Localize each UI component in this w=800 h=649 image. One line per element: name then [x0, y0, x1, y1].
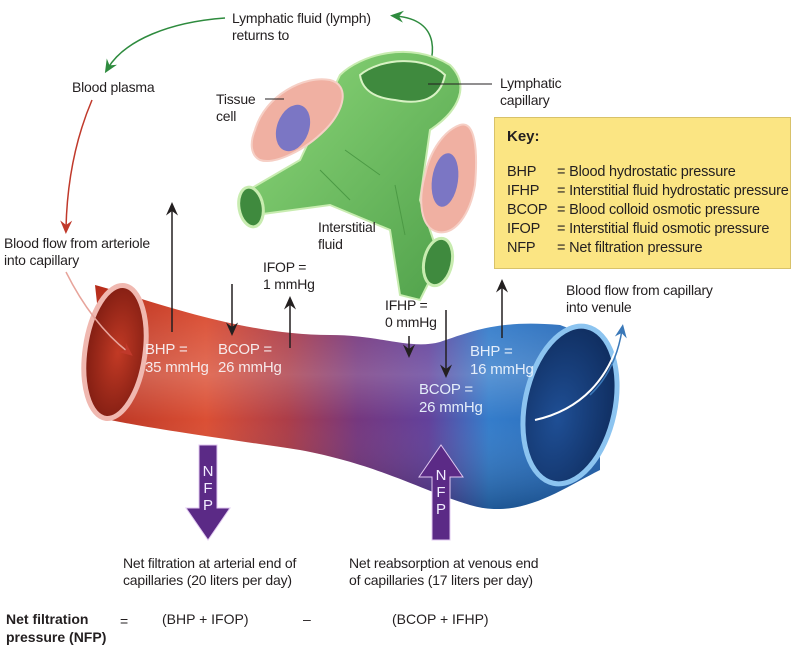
label-line: fluid [318, 236, 343, 252]
key-abbr: IFHP [507, 183, 540, 199]
label-line: 26 mmHg [218, 359, 282, 376]
venous-bcop-label: BCOP = 26 mmHg [419, 381, 483, 417]
lymphatic-capillary-label: Lymphatic capillary [500, 75, 562, 109]
venule-flow-label: Blood flow from capillary into venule [566, 282, 713, 316]
ifop-label: IFOP = 1 mmHg [263, 259, 315, 293]
key-box: Key: BHP = Blood hydrostatic pressure IFH… [494, 117, 791, 269]
nfp-letter: N [202, 463, 214, 480]
label-line: IFOP = [263, 259, 307, 275]
label-line: Tissue [216, 91, 256, 107]
tissue-cell-label: Tissue cell [216, 91, 256, 125]
arteriole-opening [81, 283, 149, 421]
nfp-letter: F [203, 480, 213, 497]
key-abbr: BCOP [507, 202, 548, 218]
nfp-arrow-down-text: N F P [198, 463, 218, 514]
key-title: Key: [507, 128, 540, 145]
nucleus [275, 104, 311, 152]
key-def: = Blood colloid osmotic pressure [557, 202, 760, 218]
key-entry: IFHP = Interstitial fluid hydrostatic pre… [507, 182, 790, 201]
tissue-cell-right [420, 123, 478, 234]
arterial-bhp-label: BHP = 35 mmHg [145, 341, 209, 377]
formula-lhs-line: Net filtration [6, 611, 89, 627]
label-line: 26 mmHg [419, 399, 483, 416]
label-line: capillary [500, 92, 550, 108]
lymph-returns-label: Lymphatic fluid (lymph) returns to [232, 10, 371, 44]
key-entry: BCOP = Blood colloid osmotic pressure [507, 201, 790, 220]
label-line: BHP = [145, 341, 188, 358]
caption-line: Net reabsorption at venous end [349, 555, 539, 571]
label-line: BHP = [470, 343, 513, 360]
key-def: = Net filtration pressure [557, 240, 703, 256]
label-line: 35 mmHg [145, 359, 209, 376]
formula-term1: (BHP + IFOP) [162, 611, 249, 627]
label-line: 0 mmHg [385, 314, 437, 330]
key-entry: NFP = Net filtration pressure [507, 239, 790, 258]
arterial-bcop-label: BCOP = 26 mmHg [218, 341, 282, 377]
label-line: 1 mmHg [263, 276, 315, 292]
caption-line: capillaries (20 liters per day) [123, 572, 292, 588]
formula-term2: (BCOP + IFHP) [392, 611, 489, 627]
label-line: Blood flow from arteriole [4, 235, 150, 251]
ifhp-label: IFHP = 0 mmHg [385, 297, 437, 331]
arteriole-flow-label: Blood flow from arteriole into capillary [4, 235, 150, 269]
key-entries: BHP = Blood hydrostatic pressure IFHP = In… [507, 163, 790, 258]
label-line: BCOP = [419, 381, 473, 398]
nfp-letter: P [202, 497, 213, 514]
plasma-to-arteriole-arrow [60, 99, 93, 234]
key-entry: IFOP = Interstitial fluid osmotic pressur… [507, 220, 790, 239]
formula-equals: = [120, 613, 129, 629]
label-line: into capillary [4, 252, 80, 268]
arterial-caption: Net filtration at arterial end of capill… [123, 555, 296, 589]
tissue-cell-left [250, 78, 344, 162]
label-line: returns to [232, 27, 290, 43]
formula-lhs-line: pressure (NFP) [6, 629, 107, 645]
nfp-letter: N [435, 467, 447, 484]
nfp-arrow-down [185, 444, 231, 541]
key-def: = Interstitial fluid osmotic pressure [557, 221, 770, 237]
label-line: IFHP = [385, 297, 428, 313]
venous-bhp-label: BHP = 16 mmHg [470, 343, 534, 379]
blood-plasma-label: Blood plasma [72, 79, 155, 95]
key-abbr: BHP [507, 164, 537, 180]
arteriole-inflow-arrow [65, 271, 133, 356]
key-entry: BHP = Blood hydrostatic pressure [507, 163, 790, 182]
label-line: 16 mmHg [470, 361, 534, 378]
venule-opening [520, 323, 620, 487]
nfp-arrow-up-text: N F P [431, 467, 451, 518]
key-def: = Interstitial fluid hydrostatic pressur… [557, 183, 789, 199]
venule-outflow-arrow [534, 329, 623, 421]
label-line: BCOP = [218, 341, 272, 358]
venous-caption: Net reabsorption at venous end of capill… [349, 555, 539, 589]
interstitial-fluid-label: Interstitial fluid [318, 219, 376, 253]
label-line: Interstitial [318, 219, 376, 235]
key-abbr: NFP [507, 240, 536, 256]
formula-minus: – [303, 611, 311, 627]
label-line: into venule [566, 299, 632, 315]
nfp-letter: P [435, 501, 446, 518]
label-line: Lymphatic fluid (lymph) [232, 10, 371, 26]
nucleus [431, 153, 459, 207]
caption-line: Net filtration at arterial end of [123, 555, 297, 571]
label-line: Lymphatic [500, 75, 562, 91]
key-abbr: IFOP [507, 221, 541, 237]
lymph-return-arrow [104, 17, 226, 74]
nfp-letter: F [436, 484, 446, 501]
nfp-arrow-up [418, 444, 464, 541]
label-line: cell [216, 108, 237, 124]
formula-lhs: Net filtration pressure (NFP) [6, 610, 106, 646]
key-def: = Blood hydrostatic pressure [557, 164, 736, 180]
lymphatic-capillary [237, 51, 462, 302]
label-line: Blood flow from capillary [566, 282, 713, 298]
caption-line: of capillaries (17 liters per day) [349, 572, 533, 588]
